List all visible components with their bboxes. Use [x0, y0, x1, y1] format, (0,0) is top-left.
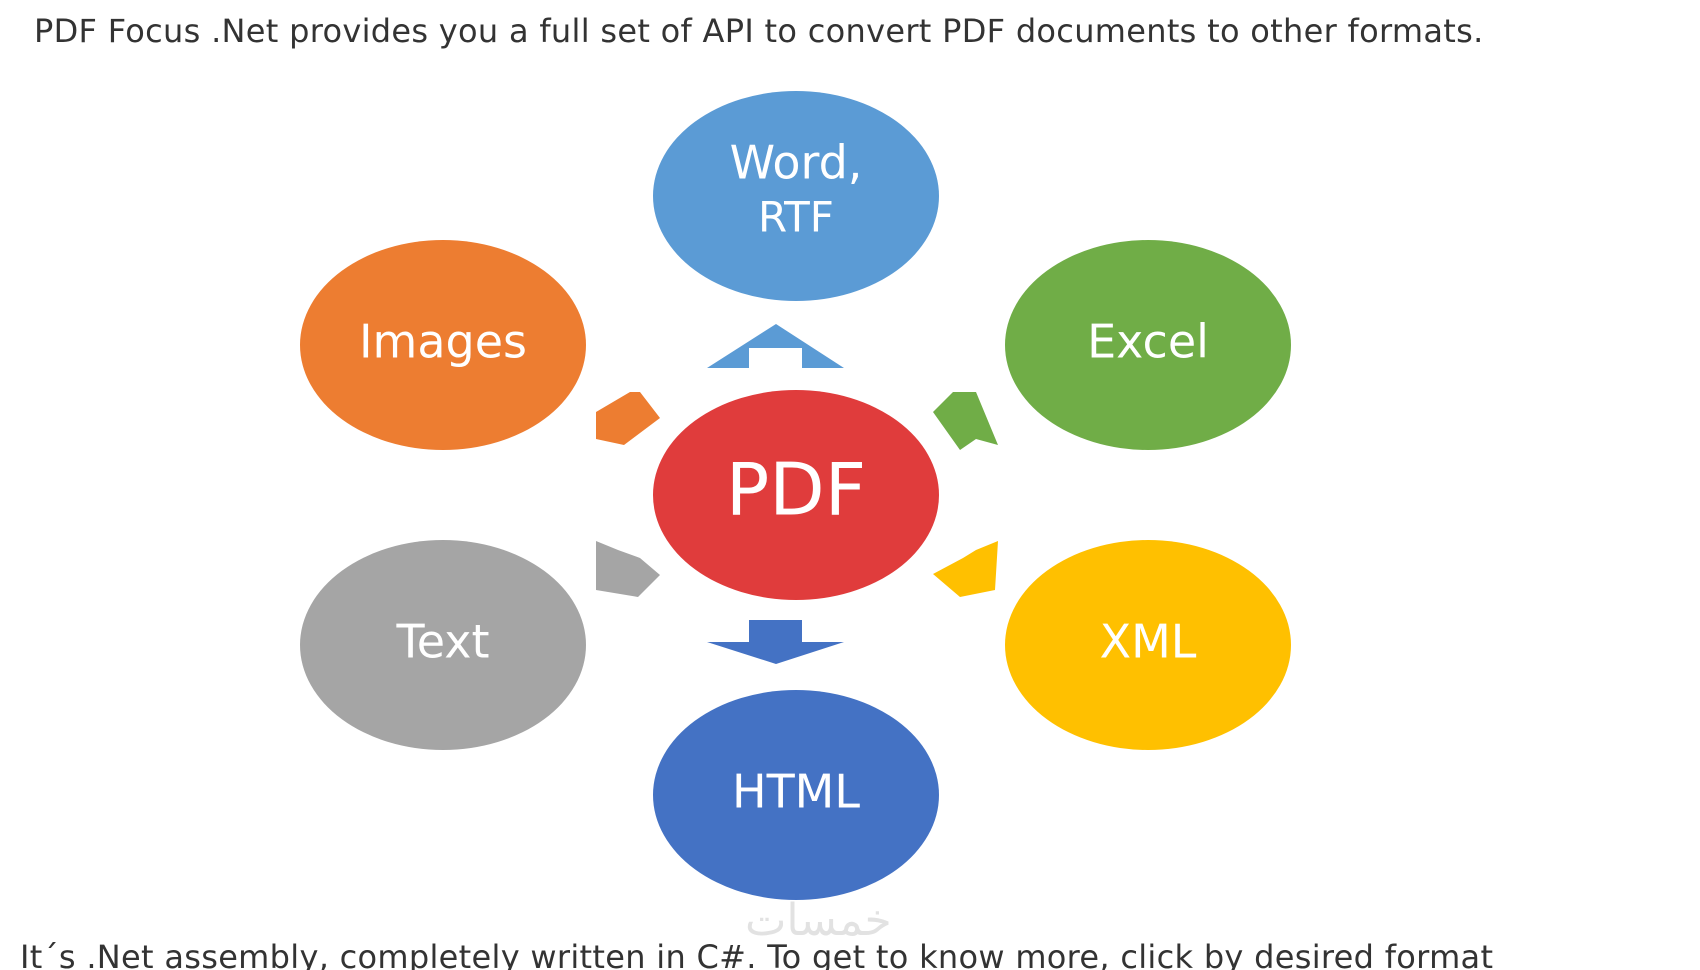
node-word[interactable]: Word, RTF: [653, 91, 939, 301]
arrow-to-text: [596, 541, 660, 597]
node-pdf-label: PDF: [726, 448, 866, 532]
node-excel-label: Excel: [1087, 315, 1209, 369]
arrow-to-html: [707, 620, 844, 664]
watermark-text: خمسات: [745, 895, 892, 946]
node-text[interactable]: Text: [300, 540, 586, 750]
node-pdf[interactable]: PDF: [653, 390, 939, 600]
node-xml-label: XML: [1100, 615, 1197, 669]
node-images[interactable]: Images: [300, 240, 586, 450]
node-html-label: HTML: [732, 765, 860, 819]
arrow-to-images: [596, 392, 660, 445]
node-excel[interactable]: Excel: [1005, 240, 1291, 450]
footer-text: It´s .Net assembly, completely written i…: [20, 938, 1494, 970]
arrow-to-xml: [933, 541, 998, 597]
arrow-to-word: [707, 324, 844, 368]
intro-text: PDF Focus .Net provides you a full set o…: [34, 12, 1484, 50]
arrow-to-excel: [933, 392, 998, 450]
node-word-line-1: Word,: [730, 136, 863, 190]
node-text-label: Text: [395, 615, 489, 669]
node-html[interactable]: HTML: [653, 690, 939, 900]
node-xml[interactable]: XML: [1005, 540, 1291, 750]
node-word-line-2: RTF: [758, 193, 834, 242]
node-images-label: Images: [359, 315, 527, 369]
